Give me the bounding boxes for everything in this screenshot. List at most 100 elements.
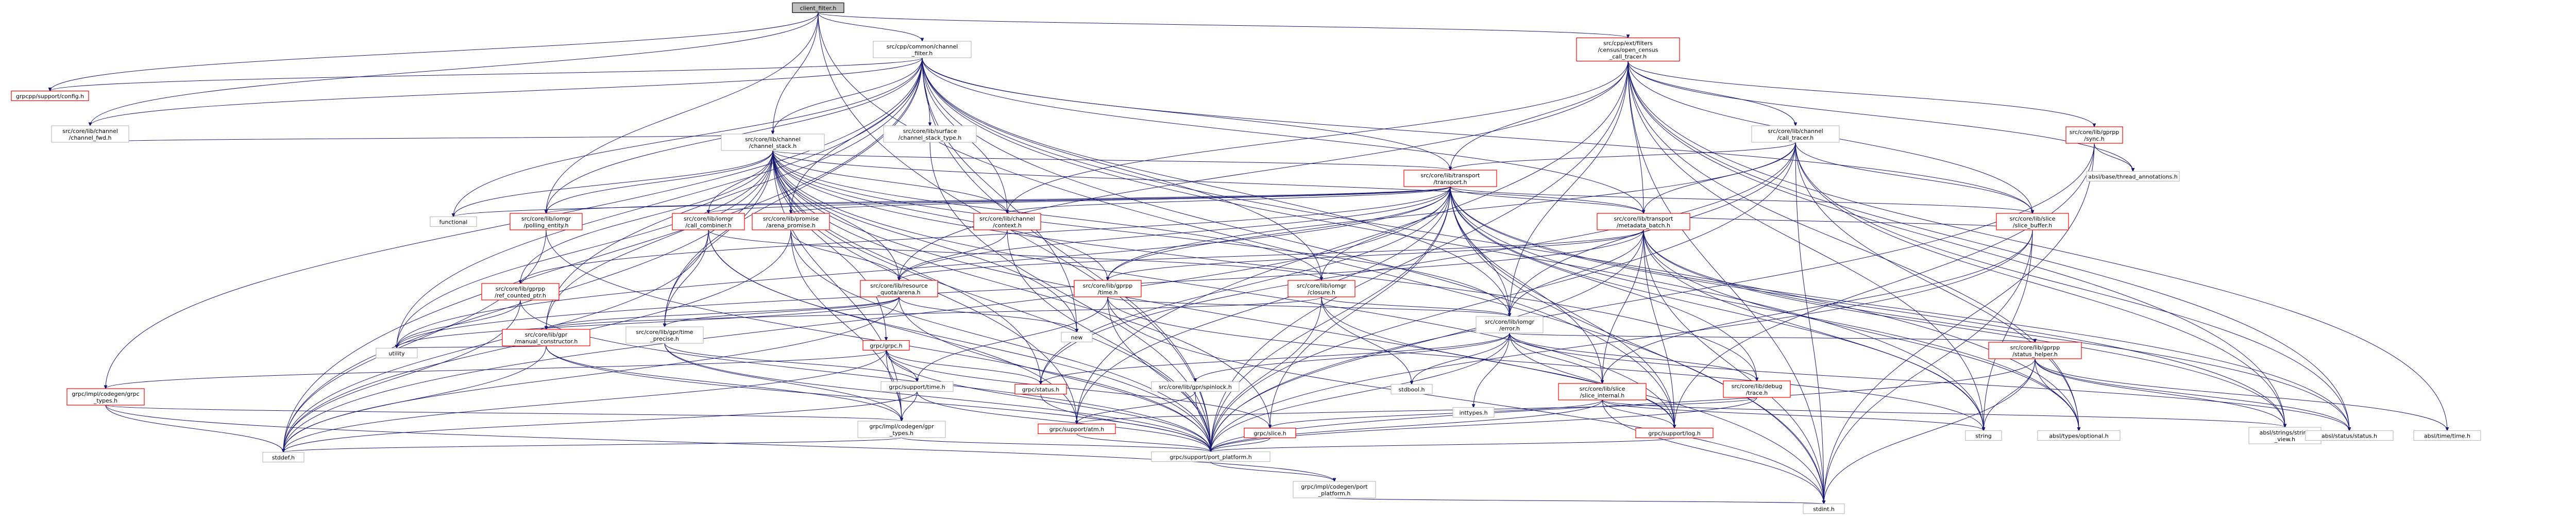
edge-cf-to-functional [453,57,923,217]
node-box [1074,280,1142,297]
edge-slint-to-stdint [1602,399,1824,504]
node-metabatch[interactable]: src/core/lib/transport/metadata_batch.h [1597,213,1690,230]
edge-cs-to-utility [397,150,773,348]
node-gtime[interactable]: src/core/lib/gprpp/time.h [1074,280,1142,297]
node-label-line: grpc/status.h [1022,387,1060,393]
node-box [510,213,583,230]
node-ct[interactable]: src/core/lib/channel/call_tracer.h [1751,125,1840,143]
node-label-line: src/core/lib/transport [1421,172,1481,179]
node-grpch[interactable]: grpc/grpc.h [862,340,910,351]
node-async[interactable]: src/core/lib/gprpp/sync.h [2065,126,2123,144]
edge-spinlock-to-gatm [1077,391,1196,424]
node-strview[interactable]: absl/strings/string_view.h [2248,427,2321,444]
node-gpctypes[interactable]: grpc/impl/codegen/grpc_types.h [66,388,145,406]
node-label-line: grpc/impl/codegen/gpr [869,423,934,430]
node-gslice[interactable]: grpc/slice.h [1244,427,1296,439]
node-slint[interactable]: src/core/lib/slice/slice_internal.h [1558,383,1647,400]
node-label-line: src/core/lib/slice [1580,386,1625,392]
node-cplat[interactable]: grpc/impl/codegen/port_platform.h [1293,481,1376,498]
node-abslstatus[interactable]: absl/status/status.h [2305,430,2394,441]
node-gstime[interactable]: grpc/support/time.h [880,381,954,392]
edge-chctx-to-resq [899,229,1008,280]
node-slicebuf[interactable]: src/core/lib/slice/slice_buffer.h [1996,213,2069,230]
node-cf[interactable]: src/cpp/common/channel_filter.h [873,41,972,58]
edge-transport-to-arena [791,186,1451,213]
node-label-line: src/core/lib/gpr/time [636,329,693,336]
node-manconst[interactable]: src/core/lib/gpr/manual_constructor.h [502,329,590,346]
node-inttypes[interactable]: inttypes.h [1452,407,1495,418]
node-label-line: client_filter.h [800,5,837,12]
node-stdbool[interactable]: stdbool.h [1391,383,1433,395]
node-label-line: string [1975,433,1992,440]
edge-root-to-platform [818,12,1211,452]
node-gsc[interactable]: grpcpp/support/config.h [11,90,89,102]
node-label-line: src/core/lib/debug [1732,383,1783,390]
node-label-line: /slice_internal.h [1580,392,1625,399]
node-gstatus[interactable]: grpc/status.h [1014,383,1067,395]
edge-transport-to-gstatus [1041,186,1451,385]
node-transport[interactable]: src/core/lib/transport/transport.h [1403,170,1497,187]
edge-root-to-polling [546,12,819,214]
node-label-line: /ref_counted_ptr.h [495,292,546,299]
node-label-line: /metadata_batch.h [1617,222,1670,229]
node-label-line: /context.h [993,222,1022,229]
edge-statush-to-abstime [2035,358,2447,431]
node-polling[interactable]: src/core/lib/iomgr/polling_entity.h [510,213,583,230]
edge-gtime-to-gstime [917,296,1108,382]
edge-refcnt-to-utility [397,299,521,348]
node-spinlock[interactable]: src/core/lib/gpr/spinlock.h [1151,381,1240,392]
node-cst[interactable]: src/core/lib/surface/channel_stack_type.… [883,125,977,143]
node-debugtrace[interactable]: src/core/lib/debug/trace.h [1723,380,1791,398]
node-cs[interactable]: src/core/lib/channel/channel_stack.h [721,133,825,151]
node-stdint[interactable]: stdint.h [1803,503,1845,514]
edge-gtime-to-stdint [1107,296,1824,504]
node-glog[interactable]: grpc/support/log.h [1635,427,1714,439]
node-optional[interactable]: absl/types/optional.h [2037,430,2121,441]
node-label-line: src/core/lib/gprpp [496,286,546,292]
edge-statush-to-string [1984,358,2036,431]
node-label-line: absl/time/time.h [2424,433,2470,440]
node-box [51,125,129,143]
node-gatm[interactable]: grpc/support/atm.h [1038,423,1116,435]
node-abstime[interactable]: absl/time/time.h [2413,430,2481,441]
node-gpctypes2[interactable]: grpc/impl/codegen/gpr_types.h [857,421,946,438]
node-box [11,90,89,102]
node-newh[interactable]: new [1061,331,1093,343]
edge-async-to-glog [1674,143,2095,428]
node-closure[interactable]: src/core/lib/iomgr/closure.h [1287,280,1355,297]
node-functional[interactable]: functional [430,216,477,227]
edge-resq-to-gtprec [665,296,900,327]
node-stddef[interactable]: stddef.h [262,452,304,463]
node-chfwd[interactable]: src/core/lib/channel/channel_fwd.h [51,125,129,143]
node-refcnt[interactable]: src/core/lib/gprpp/ref_counted_ptr.h [481,283,560,300]
edge-metabatch-to-resq [899,229,1644,280]
node-root[interactable]: client_filter.h [792,2,844,13]
edge-metabatch-to-slint [1602,229,1644,383]
edge-gtprec-to-gstime [664,343,917,382]
node-callcomb[interactable]: src/core/lib/iomgr/call_combiner.h [672,213,745,230]
node-box [1151,451,1270,462]
node-label-line: functional [439,219,468,226]
node-box [973,213,1041,230]
node-utility[interactable]: utility [376,347,418,359]
node-gtprec[interactable]: src/core/lib/gpr/time_precise.h [625,326,704,344]
node-resq[interactable]: src/core/lib/resource_quota/arena.h [860,280,938,297]
edge-iotime-to-debugtrace [1509,332,1757,381]
node-arena[interactable]: src/core/lib/promise/arena_promise.h [752,213,830,230]
edge-root-to-cf [818,12,922,42]
node-string[interactable]: string [1965,430,2002,441]
edge-transport-to-gatm [1077,186,1451,424]
node-label-line: src/core/lib/gprpp [2010,344,2060,351]
edge-cot-to-platform [1211,61,1629,452]
edge-iotime-to-platform [1211,332,1510,452]
node-iotime[interactable]: src/core/lib/iomgr/error.h [1476,316,1544,333]
node-threadann[interactable]: absl/base/thread_annotations.h [2086,171,2180,182]
edge-transport-to-chctx [1007,186,1451,213]
node-chctx[interactable]: src/core/lib/channel/context.h [973,213,1041,230]
node-platform[interactable]: grpc/support/port_platform.h [1151,451,1270,462]
node-statush[interactable]: src/core/lib/gprpp/status_helper.h [1988,342,2082,359]
node-box [1723,380,1791,398]
edge-transport-to-glog [1450,186,1674,428]
edge-gstime-to-platform [917,391,1211,452]
node-cot[interactable]: src/cpp/ext/filters/census/open_census_c… [1576,37,1680,62]
